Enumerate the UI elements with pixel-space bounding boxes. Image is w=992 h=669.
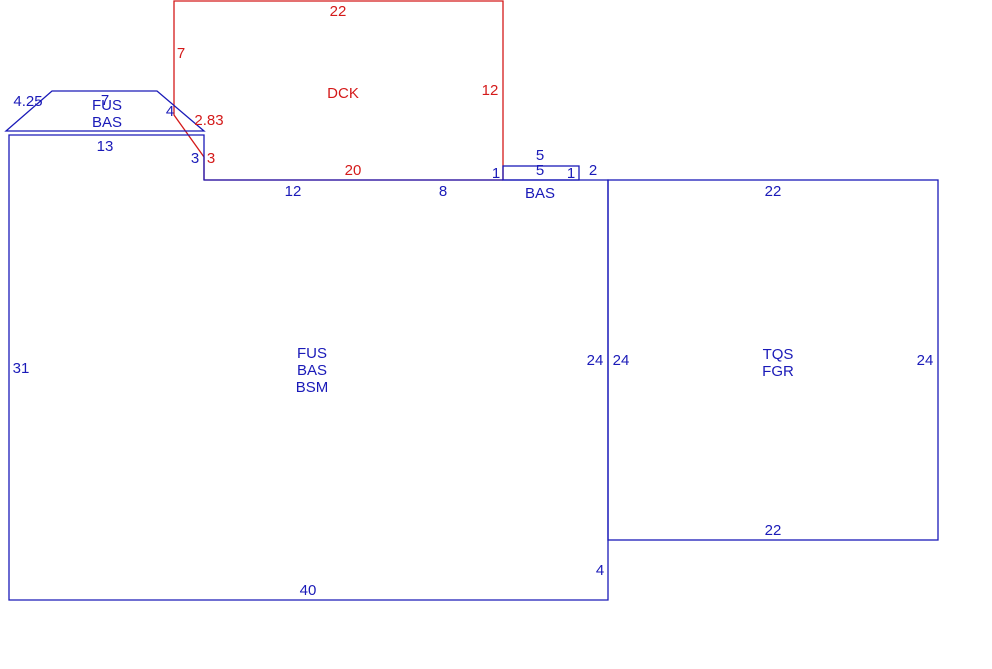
dim-bump-offset: 2 (589, 162, 597, 179)
dim-main-right: 24 (587, 352, 604, 369)
bay-area-label-line2: BAS (92, 114, 122, 131)
dim-bay-top: 7 (101, 92, 109, 109)
dim-garage-right: 24 (917, 352, 934, 369)
dim-garage-bottom: 22 (765, 522, 782, 539)
dim-main-top-mid: 12 (285, 183, 302, 200)
main-area-label-line3: BSM (296, 379, 329, 396)
dim-deck-left: 7 (177, 45, 185, 62)
bay-outline (4, 90, 206, 132)
dim-deck-step: 3 (207, 150, 215, 167)
dim-main-top-left: 13 (97, 138, 114, 155)
bump-outline (502, 165, 580, 181)
dim-deck-right: 12 (482, 82, 499, 99)
garage-area-label-line1: TQS (763, 346, 794, 363)
dim-main-right-lower: 4 (596, 562, 604, 579)
dim-bump-left: 1 (492, 165, 500, 182)
dim-bay-slant-left: 4.25 (13, 93, 42, 110)
dim-garage-top: 22 (765, 183, 782, 200)
dim-main-left: 31 (13, 360, 30, 377)
dim-main-step: 3 (191, 150, 199, 167)
main-area-label-line1: FUS (297, 345, 327, 362)
bay-area-label-line1: FUS (92, 97, 122, 114)
deck-area-label: DCK (327, 85, 359, 102)
main-area-label-line2: BAS (297, 362, 327, 379)
dim-garage-left: 24 (613, 352, 630, 369)
dim-deck-top: 22 (330, 3, 347, 20)
dim-deck-diag: 2.83 (194, 112, 223, 129)
dim-bay-slant-right: 4 (166, 103, 174, 120)
dim-main-top-right: 8 (439, 183, 447, 200)
dim-deck-bottom: 20 (345, 162, 362, 179)
garage-area-label-line2: FGR (762, 363, 794, 380)
dim-bump-right: 1 (567, 165, 575, 182)
dim-bump-top: 5 (536, 147, 544, 164)
garage-outline (607, 179, 939, 541)
dim-bump-bottom: 5 (536, 162, 544, 179)
bump-area-label: BAS (525, 185, 555, 202)
dim-main-bottom: 40 (300, 582, 317, 599)
